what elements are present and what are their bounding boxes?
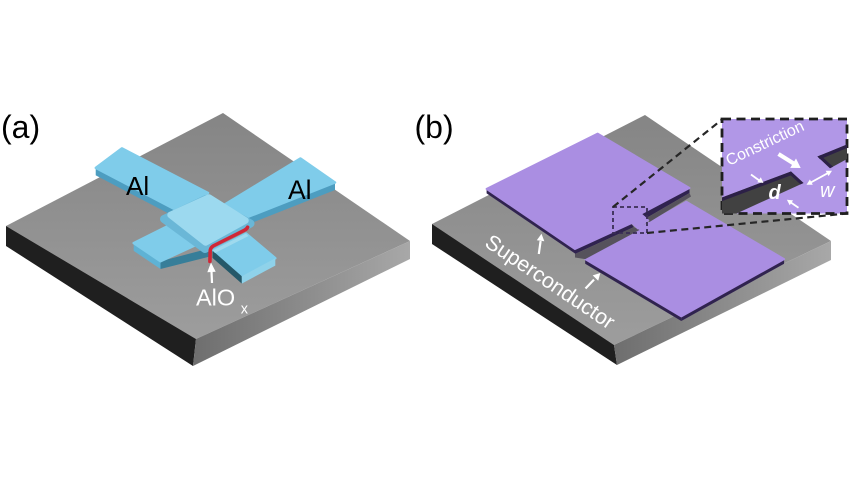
svg-text:w: w	[820, 180, 836, 202]
svg-text:Al: Al	[126, 171, 149, 201]
svg-text:Al: Al	[288, 175, 312, 205]
svg-text:(b): (b)	[415, 109, 454, 145]
svg-text:d: d	[769, 182, 782, 204]
svg-text:(a): (a)	[1, 109, 40, 145]
